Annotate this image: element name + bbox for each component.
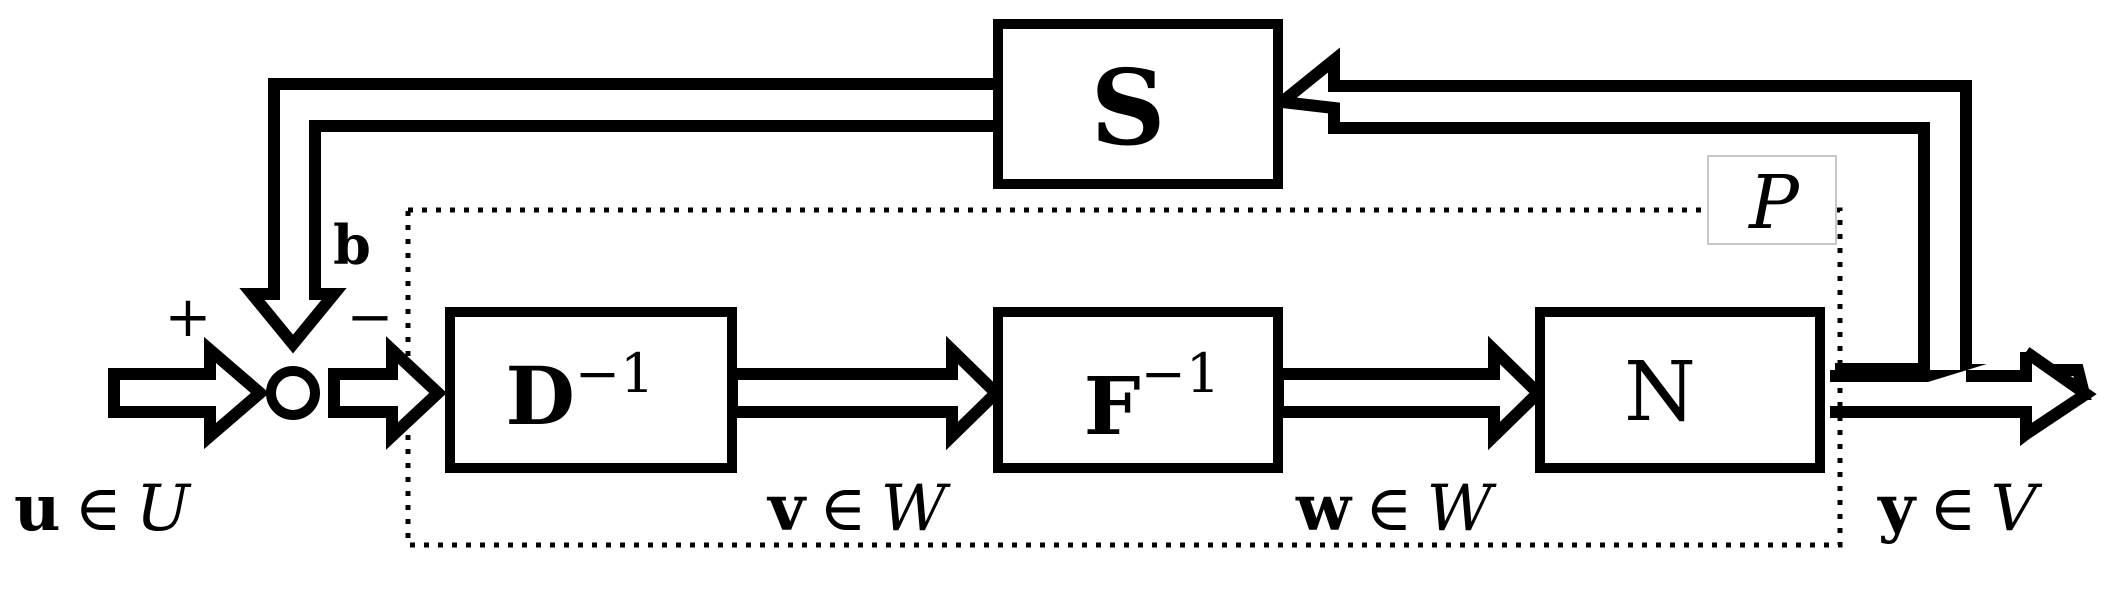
block-n: N bbox=[1535, 307, 1825, 473]
signal-v-label: v∈W bbox=[766, 471, 952, 546]
signal-y-label: y∈V bbox=[1877, 471, 2043, 546]
arrow-d-to-f bbox=[726, 335, 1005, 451]
signal-w-label: w∈W bbox=[1295, 471, 1497, 546]
block-s-label: S bbox=[1090, 46, 1165, 169]
plus-sign: + bbox=[165, 285, 212, 350]
arrow-junction-to-d bbox=[328, 336, 447, 450]
block-s: S bbox=[993, 19, 1283, 189]
block-f-exponent: −1 bbox=[1141, 342, 1221, 405]
block-n-label: N bbox=[1624, 345, 1696, 440]
block-d-exponent: −1 bbox=[575, 342, 655, 405]
svg-text:F−1: F−1 bbox=[1084, 342, 1220, 453]
summing-junction bbox=[266, 366, 320, 420]
arrow-f-to-n bbox=[1272, 335, 1547, 451]
plant-label: P bbox=[1747, 160, 1800, 246]
signal-u-label: u∈U bbox=[14, 471, 192, 546]
block-f-label: F bbox=[1084, 359, 1141, 453]
output-arrow-head bbox=[1830, 347, 2097, 446]
block-d-inverse: D−1 bbox=[445, 307, 737, 473]
block-d-label: D bbox=[506, 349, 575, 443]
minus-sign: − bbox=[347, 285, 394, 350]
plant-label-box bbox=[1707, 155, 1837, 245]
signal-b-label: b bbox=[333, 213, 371, 277]
svg-text:D−1: D−1 bbox=[506, 342, 655, 443]
block-f-inverse: F−1 bbox=[993, 307, 1283, 473]
feedback-arrow-from-s bbox=[239, 78, 998, 354]
input-arrow-u bbox=[108, 336, 270, 450]
feedback-arrow-to-s bbox=[1267, 47, 1972, 376]
